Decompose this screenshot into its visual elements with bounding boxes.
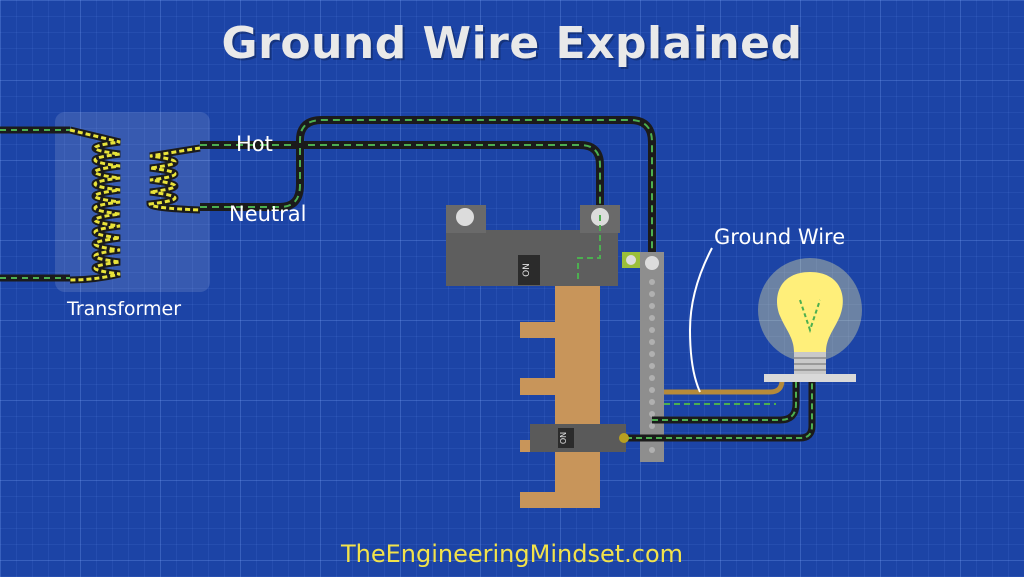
bus-bar — [520, 283, 600, 508]
bar-screw — [649, 387, 655, 393]
primary-coil — [69, 126, 121, 284]
diagram-title: Ground Wire Explained — [221, 18, 803, 69]
bar-screw — [649, 411, 655, 417]
transformer-box — [55, 112, 210, 292]
branch-neutral-wire — [652, 378, 800, 424]
bare-ground-wire — [664, 379, 785, 395]
bar-screw — [649, 375, 655, 381]
bar-screw — [649, 291, 655, 297]
bar-screw — [649, 351, 655, 357]
bar-screw — [649, 315, 655, 321]
bar-screw — [649, 339, 655, 345]
main-breaker-on-label: ON — [522, 263, 532, 277]
light-bulb — [758, 258, 862, 382]
neutral-ground-bar — [622, 252, 664, 462]
bar-screw — [649, 399, 655, 405]
bar-screw — [649, 303, 655, 309]
hot-label: Hot — [236, 132, 273, 156]
site-watermark: TheEngineeringMindset.com — [340, 540, 684, 568]
bar-screw — [649, 423, 655, 429]
branch-breaker-on-label: ON — [559, 432, 568, 444]
bar-screw — [649, 447, 655, 453]
bar-screw — [649, 279, 655, 285]
neutral-label: Neutral — [229, 202, 307, 226]
bar-screw — [649, 327, 655, 333]
bar-screw — [649, 363, 655, 369]
ground-wire-callout-line — [688, 247, 713, 393]
transformer-label: Transformer — [67, 298, 182, 320]
secondary-coil — [146, 144, 201, 214]
main-breaker — [446, 205, 620, 286]
ground-wire-label: Ground Wire — [714, 225, 846, 249]
branch-breaker — [530, 424, 626, 452]
